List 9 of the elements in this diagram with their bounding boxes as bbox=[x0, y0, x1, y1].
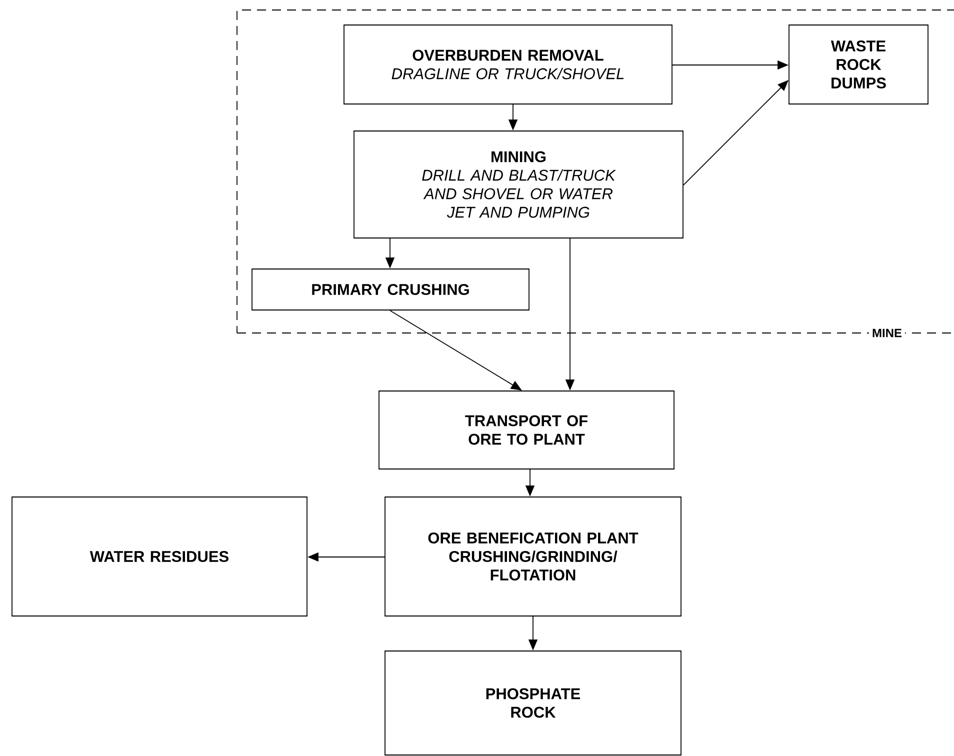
process-box: PHOSPHATE ROCK bbox=[384, 650, 682, 756]
process-box: ORE BENEFICATION PLANT CRUSHING/GRINDING/ FLOTATION bbox=[384, 496, 682, 616]
region-label: MINE bbox=[869, 326, 905, 340]
process-box: TRANSPORT OF ORE TO PLANT bbox=[378, 390, 674, 470]
process-box: WASTE ROCK DUMPS bbox=[788, 24, 928, 104]
process-box: WATER RESIDUES bbox=[12, 496, 308, 616]
process-box: MINING DRILL AND BLAST/TRUCK AND SHOVEL OR WATER JET AND PUMPING bbox=[354, 130, 684, 238]
process-box: OVERBURDEN REMOVAL DRAGLINE OR TRUCK/SHOVEL bbox=[344, 24, 672, 104]
process-box: PRIMARY CRUSHING bbox=[252, 268, 530, 310]
